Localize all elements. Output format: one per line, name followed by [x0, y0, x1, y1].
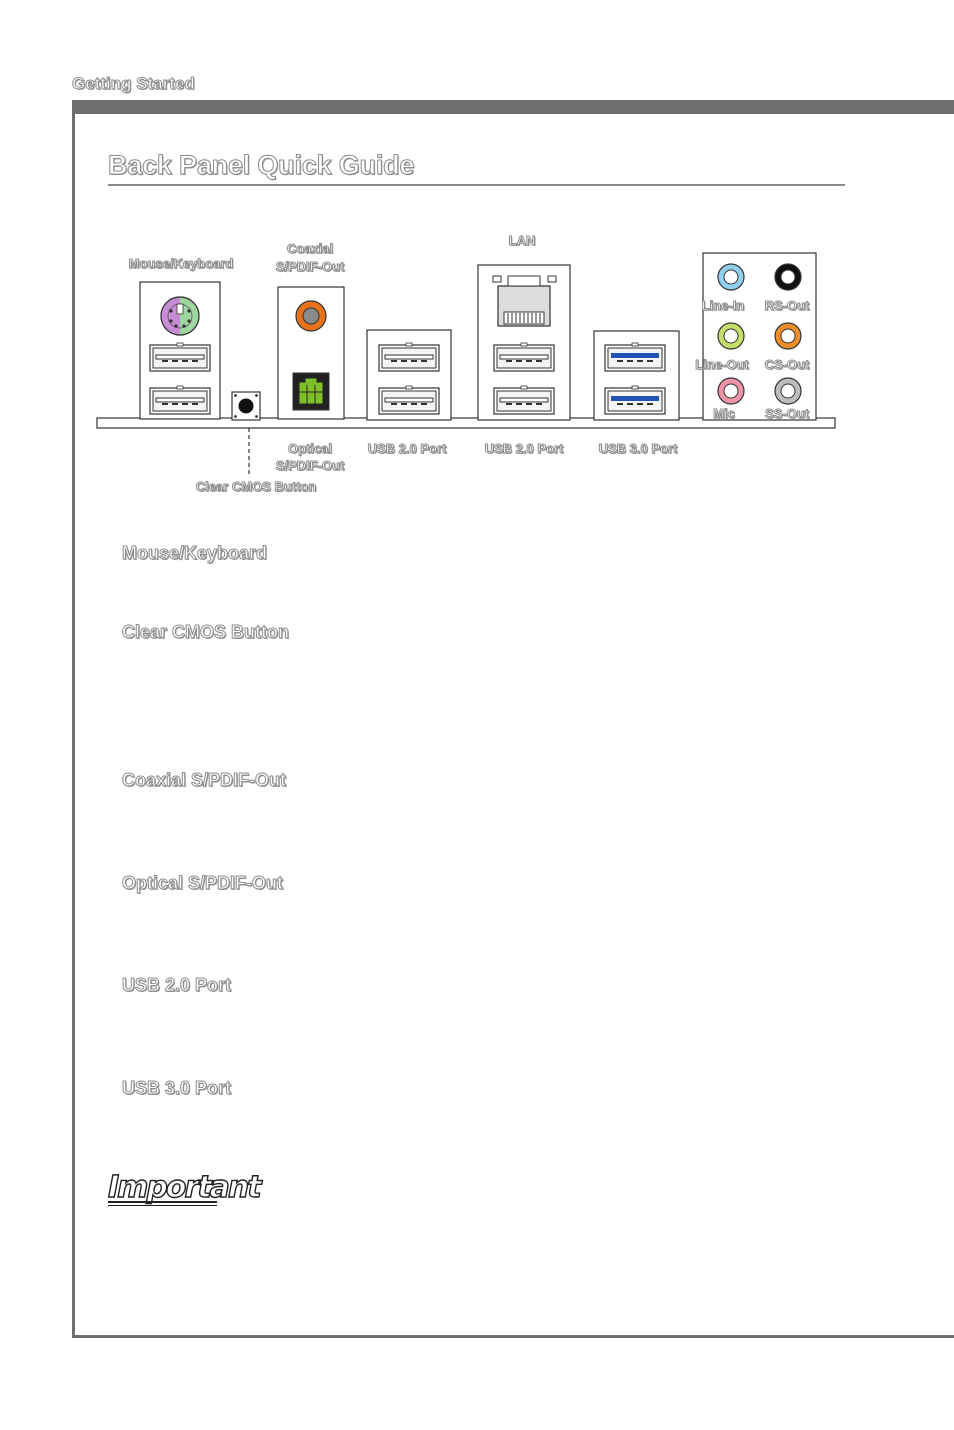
- spdif-block: [277, 286, 345, 420]
- heading-optical-spdif: Optical S/PDIF-Out: [121, 873, 284, 894]
- heading-usb30: USB 3.0 Port: [121, 1078, 232, 1099]
- label-optical-2: S/PDIF-Out: [275, 458, 345, 474]
- important-underline-2: [108, 1205, 217, 1206]
- heading-clear-cmos: Clear CMOS Button: [121, 622, 290, 643]
- important-underline: [108, 1201, 217, 1203]
- label-mouse-keyboard: Mouse/Keyboard: [128, 256, 234, 272]
- label-usb30: USB 3.0 Port: [598, 441, 678, 457]
- label-lan: LAN: [508, 233, 536, 249]
- section-label: Getting Started: [72, 74, 196, 94]
- ps2-usb-block: [139, 281, 221, 420]
- label-coaxial-2: S/PDIF-Out: [275, 259, 345, 275]
- left-border: [72, 100, 75, 1338]
- heading-mouse-keyboard: Mouse/Keyboard: [121, 543, 268, 564]
- label-rs-out: RS-Out: [764, 298, 810, 314]
- panel-baseline: [96, 417, 836, 429]
- important-label: Important: [107, 1169, 262, 1205]
- label-coaxial-1: Coaxial: [286, 241, 334, 257]
- heading-coaxial-spdif: Coaxial S/PDIF-Out: [121, 770, 287, 791]
- usb30-block: [593, 330, 680, 421]
- clear-cmos-button-graphic: [231, 391, 261, 476]
- label-clear-cmos: Clear CMOS Button: [195, 479, 317, 495]
- label-cs-out: CS-Out: [764, 357, 810, 373]
- back-panel-diagram: [96, 252, 836, 476]
- label-mic: Mic: [713, 406, 736, 422]
- heading-usb20: USB 2.0 Port: [121, 975, 232, 996]
- label-usb20-b: USB 2.0 Port: [484, 441, 564, 457]
- lan-usb-block: [477, 264, 571, 421]
- title-underline: [108, 184, 845, 186]
- audio-block: [702, 252, 817, 421]
- usb20-block-a: [366, 329, 452, 421]
- label-usb20-a: USB 2.0 Port: [367, 441, 447, 457]
- label-line-out: Line-Out: [695, 357, 749, 373]
- header-bar: [72, 100, 954, 114]
- bottom-border: [72, 1335, 954, 1338]
- label-ss-out: SS-Out: [764, 406, 810, 422]
- label-line-in: Line-In: [701, 298, 745, 314]
- label-optical-1: Optical: [287, 441, 333, 457]
- page-title: Back Panel Quick Guide: [107, 150, 415, 181]
